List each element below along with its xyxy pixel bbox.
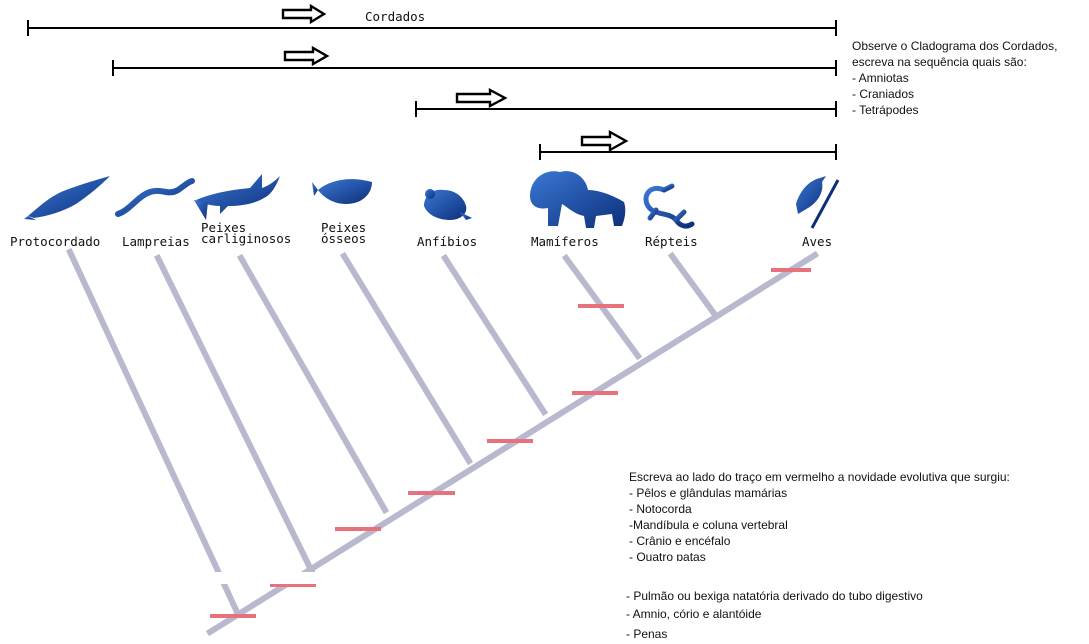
branch-protocordado [70, 252, 237, 612]
bird-icon [796, 176, 838, 228]
novelty-item: - Crânio e encéfalo [629, 533, 1010, 549]
taxon-label-aves: Aves [802, 236, 832, 247]
shark-icon [194, 174, 280, 220]
instructions-title-line: Observe o Cladograma dos Cordados, [852, 38, 1057, 54]
lizard-icon [646, 186, 692, 226]
arrow-icon [582, 132, 626, 150]
taxon-label-repteis: Répteis [645, 236, 698, 247]
arrow-icon [285, 48, 327, 64]
group-item: - Amniotas [852, 70, 1057, 86]
taxon-label-peixes-osseos: Peixes ósseos [321, 222, 366, 244]
group-label-cordados: Cordados [365, 9, 425, 24]
group-item: - Tetrápodes [852, 102, 1057, 118]
novelty-item: - Quatro patas [629, 549, 1010, 561]
novelty-item: - Notocorda [629, 501, 1010, 517]
branch-repteis [672, 256, 713, 312]
instructions-title: Escreva ao lado do traço em vermelho a n… [629, 469, 1010, 485]
bracket-cordados [28, 6, 836, 36]
cladogram [70, 252, 815, 632]
bony-fish-icon [312, 179, 372, 204]
novelty-item: - Pêlos e glândulas mamárias [629, 485, 1010, 501]
novelty-item: - Penas [626, 625, 923, 643]
group-item: - Craniados [852, 86, 1057, 102]
instructions-title-line: escreva na sequência quais são: [852, 54, 1057, 70]
bracket-craniados [113, 48, 836, 76]
frog-icon [424, 189, 472, 220]
branch-lampreias [158, 258, 316, 580]
instructions-novelties-continued: - Pulmão ou bexiga natatória derivado do… [626, 587, 923, 643]
taxon-label-lampreias: Lampreias [122, 236, 190, 247]
taxon-label-peixes-cartilaginosos: Peixes carliginosos [201, 222, 291, 244]
bracket-tetrapodes [416, 90, 836, 117]
novelty-item: - Amnio, cório e alantóide [626, 605, 923, 623]
branch-anfibios [445, 258, 544, 412]
lion-icon [530, 171, 625, 228]
instructions-novelties: Escreva ao lado do traço em vermelho a n… [629, 469, 1010, 561]
taxon-label-mamiferos: Mamíferos [531, 236, 599, 247]
arrow-icon [283, 6, 324, 22]
bracket-amniotas [540, 132, 836, 160]
lamprey-icon [118, 181, 192, 214]
novelty-item: - Pulmão ou bexiga natatória derivado do… [626, 587, 923, 605]
taxon-label-protocordado: Protocordado [10, 236, 100, 247]
branch-peixes-osseos [344, 256, 469, 461]
protochordate-icon [24, 176, 110, 220]
instructions-groups: Observe o Cladograma dos Cordados, escre… [852, 38, 1057, 118]
arrow-icon [457, 90, 505, 106]
trait-markers [210, 270, 811, 616]
taxon-label-anfibios: Anfíbios [417, 236, 477, 247]
image-gap [190, 572, 320, 584]
novelty-item: -Mandíbula e coluna vertebral [629, 517, 1010, 533]
